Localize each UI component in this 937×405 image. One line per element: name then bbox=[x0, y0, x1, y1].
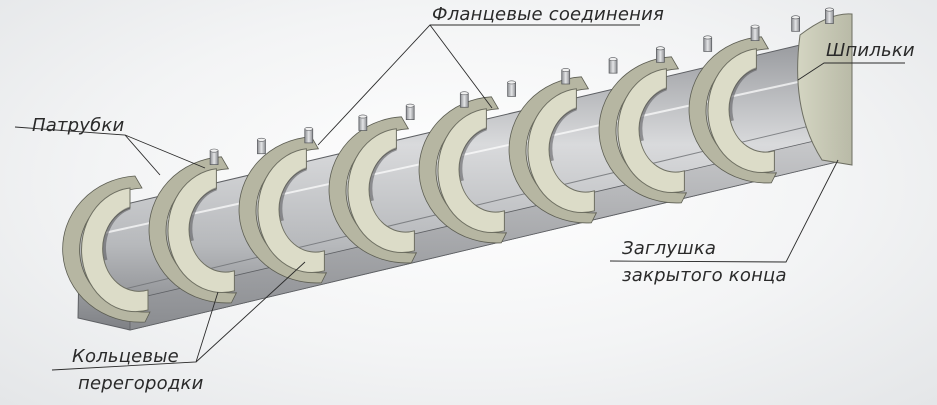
ring-inner-shadow bbox=[639, 87, 667, 142]
ring-baffle bbox=[508, 76, 598, 224]
leader-studs bbox=[797, 62, 905, 81]
nozzle-cap bbox=[656, 46, 665, 51]
nozzle bbox=[507, 82, 516, 97]
nozzle bbox=[825, 9, 834, 24]
ring-inner-shadow bbox=[369, 147, 397, 202]
leader-plug bbox=[609, 159, 839, 263]
nozzle bbox=[561, 69, 571, 85]
label-studs: Шпильки bbox=[826, 40, 915, 61]
nozzle-cap bbox=[791, 15, 800, 20]
label-end-plug-line2: закрытого конца bbox=[622, 265, 787, 286]
label-nozzles: Патрубки bbox=[32, 115, 125, 136]
nozzle-cap bbox=[405, 103, 415, 108]
nozzle bbox=[304, 128, 314, 144]
ring-baffle bbox=[148, 156, 238, 304]
nozzle bbox=[750, 26, 760, 41]
label-ring-baffles-line2: перегородки bbox=[78, 373, 204, 394]
label-ring-baffles-line1: Кольцевые bbox=[72, 346, 179, 367]
nozzle bbox=[791, 16, 800, 32]
nozzle-cap bbox=[507, 80, 516, 85]
nozzle bbox=[703, 37, 713, 52]
nozzle-cap bbox=[703, 35, 713, 40]
ring-baffle bbox=[418, 96, 508, 244]
leader-nozzles-2 bbox=[124, 134, 206, 169]
ring-inner-shadow bbox=[279, 167, 307, 222]
ring-inner-shadow bbox=[459, 127, 487, 182]
ring-inner-shadow bbox=[103, 206, 131, 261]
nozzle-cap bbox=[209, 148, 219, 153]
ring-baffle bbox=[238, 136, 328, 284]
ring-baffle bbox=[62, 175, 151, 323]
nozzle-cap bbox=[750, 24, 760, 29]
leader-rings-2 bbox=[195, 261, 306, 363]
ring-inner-shadow bbox=[549, 107, 577, 162]
ring-inner-shadow bbox=[729, 67, 757, 122]
ring-baffle bbox=[328, 116, 418, 264]
nozzle bbox=[459, 92, 469, 108]
nozzle bbox=[608, 58, 618, 74]
nozzle bbox=[405, 105, 415, 121]
nozzle-cap bbox=[358, 114, 368, 119]
nozzle-cap bbox=[825, 7, 834, 12]
nozzle-cap bbox=[561, 68, 571, 72]
ring-baffle bbox=[688, 36, 778, 184]
ring-inner-shadow bbox=[189, 187, 217, 242]
nozzle-cap bbox=[257, 137, 266, 142]
label-flange-connections: Фланцевые соединения bbox=[432, 4, 665, 25]
label-end-plug-line1: Заглушка bbox=[622, 238, 717, 259]
end-plug-plate bbox=[797, 13, 853, 166]
nozzle-cap bbox=[459, 91, 469, 96]
nozzle-cap bbox=[608, 57, 618, 62]
nozzle bbox=[358, 116, 368, 131]
nozzle bbox=[656, 47, 665, 63]
ring-baffle bbox=[598, 56, 688, 204]
leader-flanges-2 bbox=[429, 24, 493, 109]
nozzle bbox=[209, 150, 219, 165]
nozzle bbox=[257, 139, 266, 155]
nozzle-cap bbox=[304, 126, 314, 131]
